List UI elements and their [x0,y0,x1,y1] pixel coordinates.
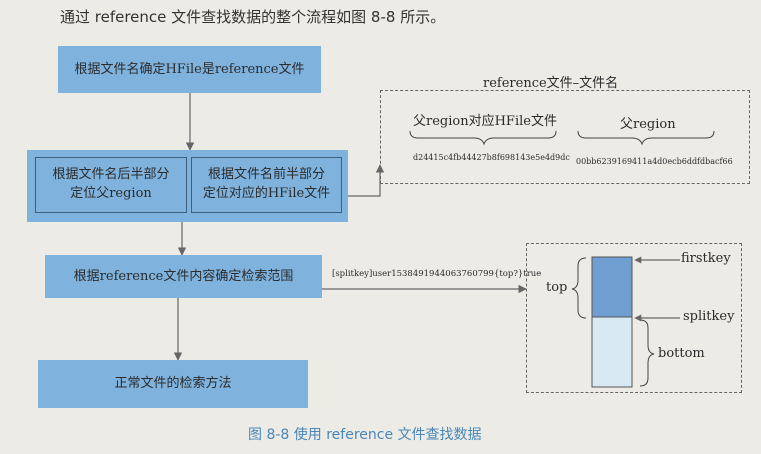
arrow-to-filename [348,164,385,197]
region-top-block [591,256,633,318]
step2-box: 根据文件名后半部分 定位父region 根据文件名前半部分 定位对应的HFile… [27,150,348,222]
filename-panel [380,90,750,184]
splitkey-label: splitkey [683,309,735,324]
step1-box: 根据文件名确定HFile是reference文件 [58,46,321,93]
step2-right-line1: 根据文件名前半部分 [207,167,325,183]
part1-value: d24415c4fb44427b8f698143e5e4d9dc [413,153,570,162]
step2-left-line2: 定位父region [70,186,152,201]
brace-hfile [409,130,557,146]
step2-left-line1: 根据文件名后半部分 [52,167,170,183]
step1-label: 根据文件名确定HFile是reference文件 [74,61,305,77]
reference-content: [splitkey]user1538491944063760799{top?}t… [332,269,542,279]
brace-region [577,130,715,146]
step4-box: 正常文件的检索方法 [38,360,308,408]
filename-panel-title: reference文件–文件名 [483,76,619,91]
step3-box: 根据reference文件内容确定检索范围 [45,255,322,298]
brace-top [571,257,587,319]
part2-value: 00bb6239169411a4d0ecb6ddfdbacf66 [576,157,733,166]
region-panel [526,243,742,393]
bottom-label: bottom [658,346,705,361]
brace-bottom [639,319,655,387]
top-label: top [546,280,568,295]
step3-label: 根据reference文件内容确定检索范围 [73,268,294,284]
firstkey-label: firstkey [681,251,731,266]
step2-right-box: 根据文件名前半部分 定位对应的HFile文件 [191,157,342,213]
part1-label: 父region对应HFile文件 [413,114,557,129]
part2-label: 父region [620,117,676,132]
step2-left-box: 根据文件名后半部分 定位父region [35,157,187,213]
step4-label: 正常文件的检索方法 [114,376,232,392]
step2-right-line2: 定位对应的HFile文件 [202,186,331,201]
region-bottom-block [591,316,633,388]
intro-text: 通过 reference 文件查找数据的整个流程如图 8-8 所示。 [60,8,446,26]
figure-caption: 图 8-8 使用 reference 文件查找数据 [248,427,482,443]
